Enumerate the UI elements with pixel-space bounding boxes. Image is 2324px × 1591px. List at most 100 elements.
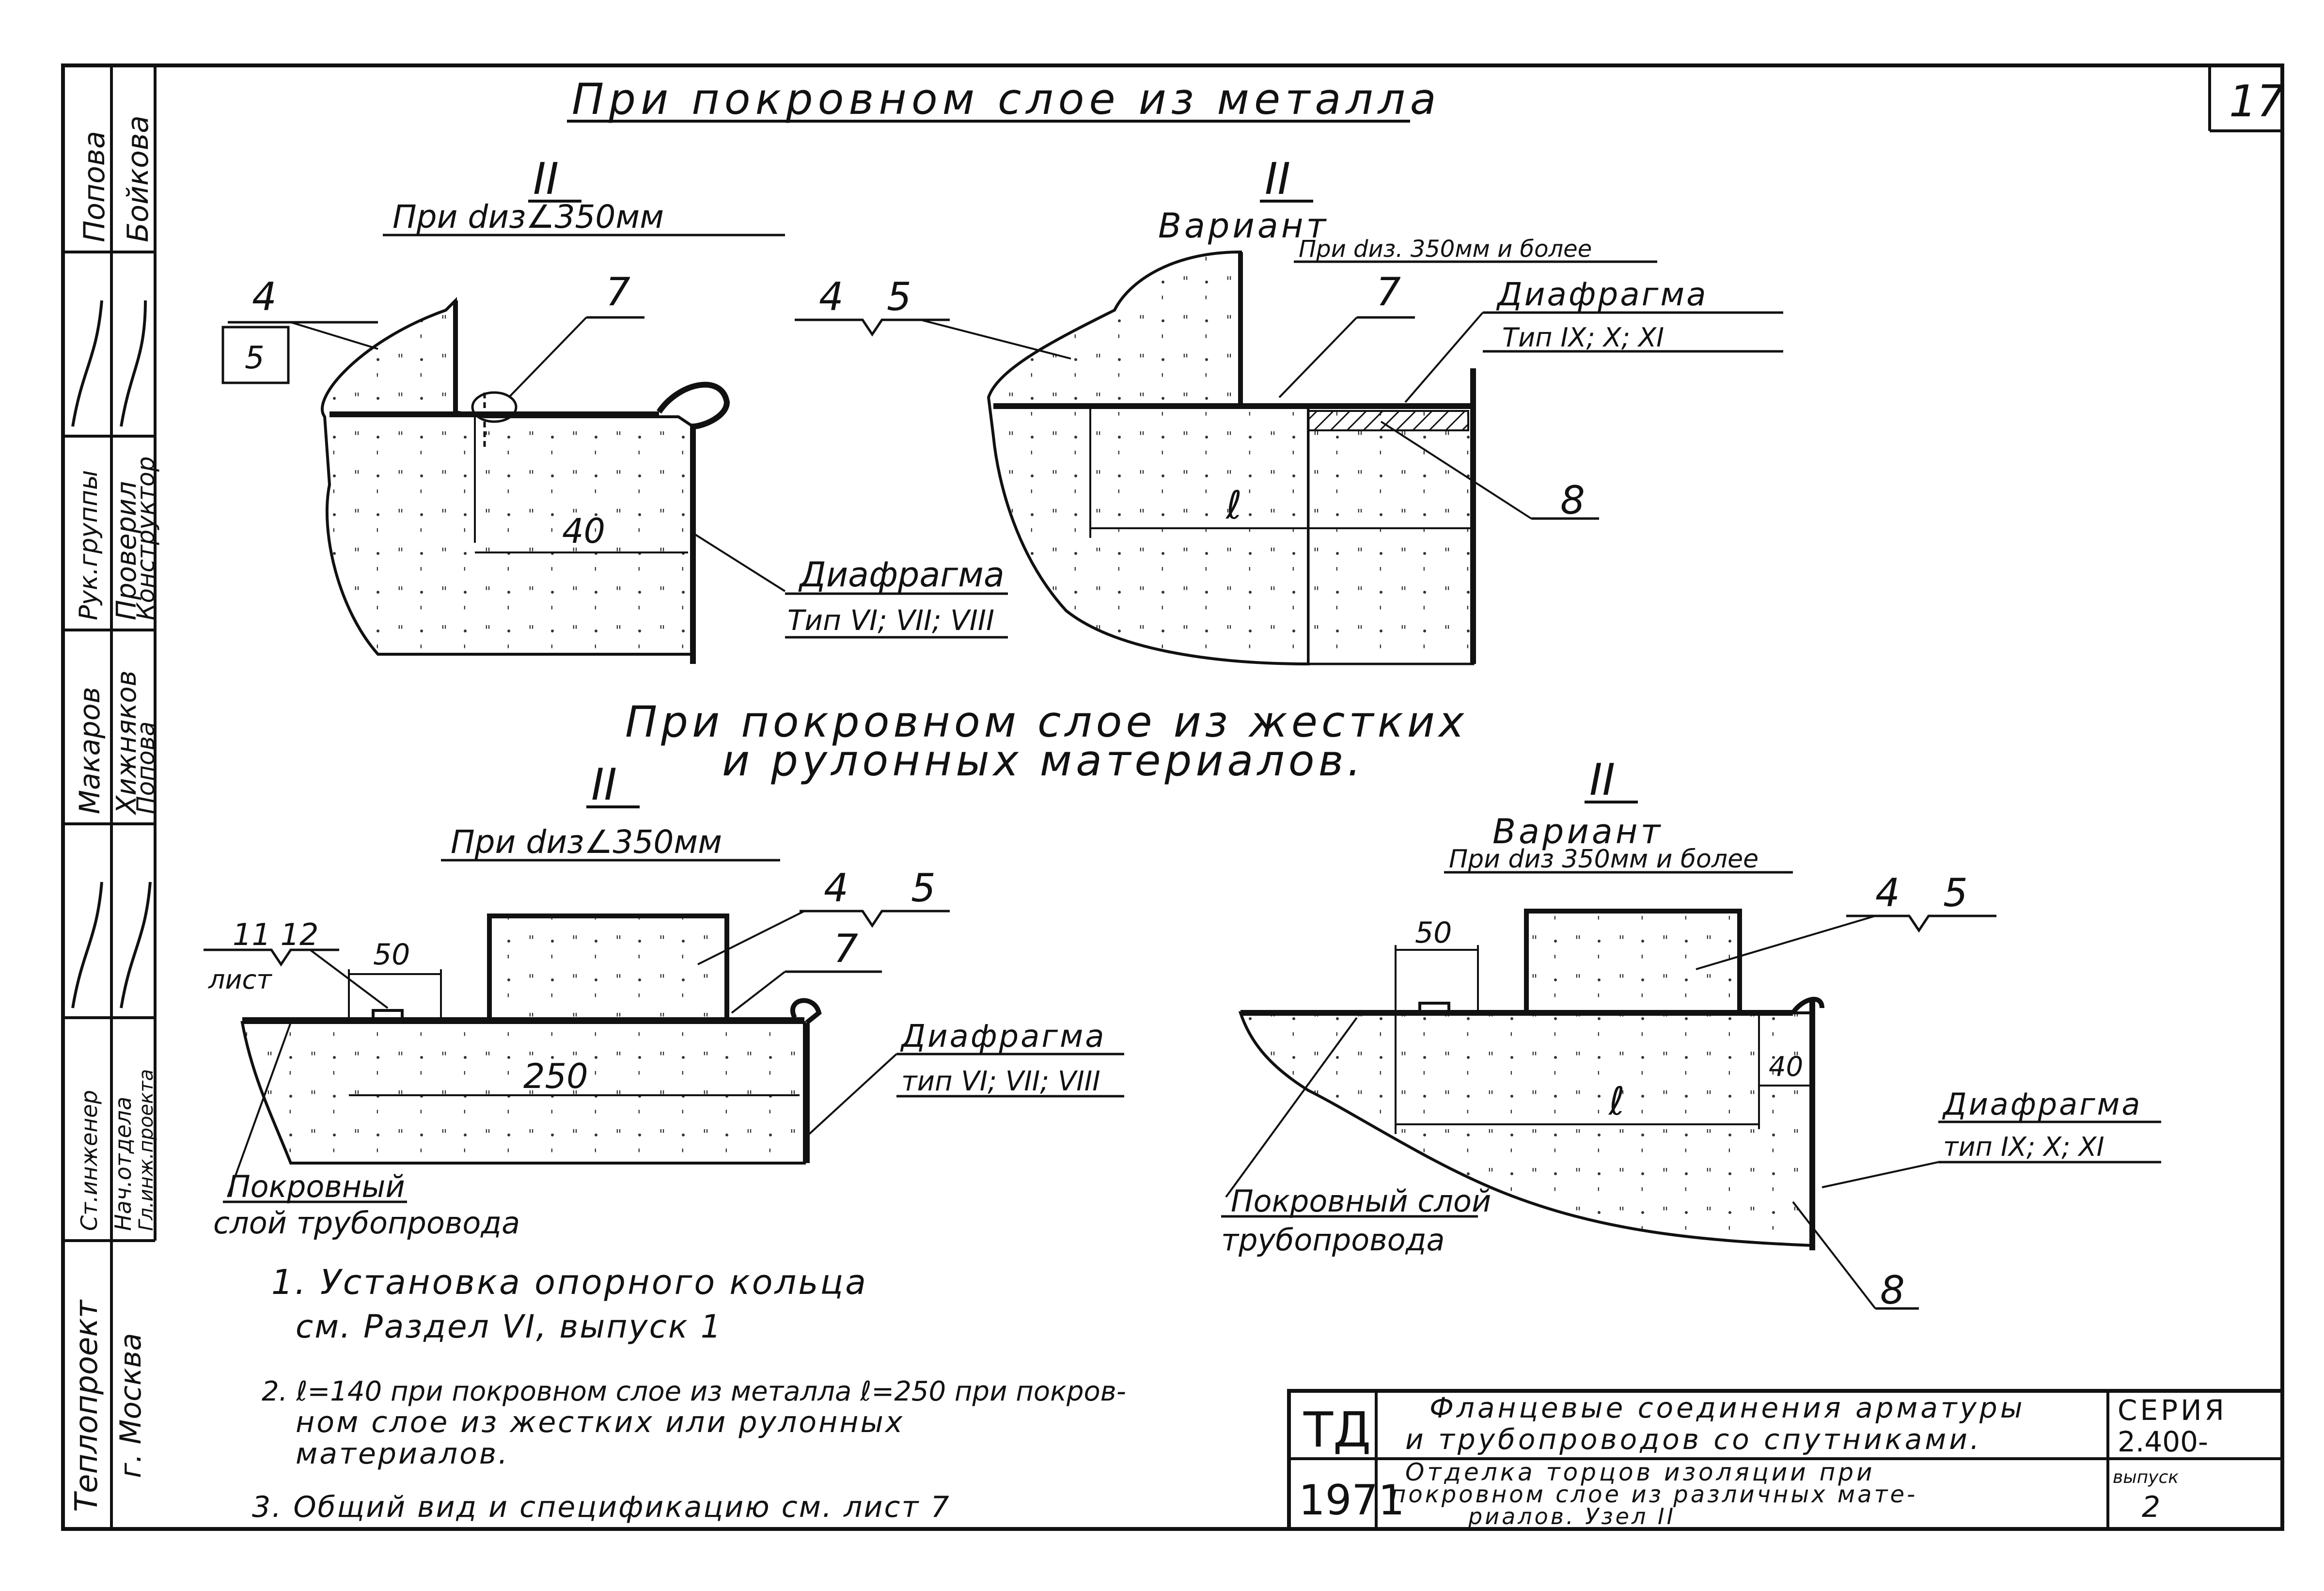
d4-callout-4: 4 xyxy=(1875,870,1900,915)
note-3: 3. Общий вид и спецификацию см. лист 7 xyxy=(252,1490,951,1524)
d2-callout-7: 7 xyxy=(1376,269,1401,315)
title1-line2: и трубопроводов со спутниками. xyxy=(1405,1423,1982,1456)
note-2-line3: материалов. xyxy=(296,1437,509,1471)
heading-rigid-line2: и рулонных материалов. xyxy=(722,736,1365,786)
d2-insulation xyxy=(987,250,1310,666)
issue-value: 2 xyxy=(2142,1490,2160,1524)
d1-callout-4: 4 xyxy=(252,274,277,319)
d4-callout-8: 8 xyxy=(1880,1268,1905,1313)
sidebar-name-popova: Попова xyxy=(78,131,111,242)
d3-subtitle: При dиз∠350мм xyxy=(451,823,722,861)
sidebar-name-makarov: Макаров xyxy=(73,687,106,814)
detail-1: II При dиз∠350мм 40 4 5 7 Диафрагма Тип … xyxy=(221,154,1008,664)
d2-subtitle: При dиз. 350мм и более xyxy=(1299,236,1592,263)
d3-insulation xyxy=(240,1021,806,1165)
sidebar-role-gl-inzh: Гл.инж.проекта xyxy=(135,1069,157,1231)
d2-diaphragm-label: Диафрагма xyxy=(1496,276,1708,313)
d3-roman: II xyxy=(591,759,617,810)
sidebar-org: Теплопроект xyxy=(69,1299,105,1512)
d4-variant: Вариант xyxy=(1492,812,1663,851)
d4-cover-label-1: Покровный слой xyxy=(1231,1183,1491,1219)
d2-variant: Вариант xyxy=(1158,206,1329,246)
d1-diaphragm xyxy=(657,381,730,664)
d2-diaphragm-type: Тип IX; X; XI xyxy=(1502,322,1664,353)
title1-line1: Фланцевые соединения арматуры xyxy=(1429,1391,2026,1424)
d2-callout-4: 4 xyxy=(819,274,844,319)
d1-dim-40: 40 xyxy=(562,511,605,551)
d4-diaphragm-type: тип IX; X; XI xyxy=(1943,1132,2104,1162)
sidebar-name-boykova: Бойкова xyxy=(121,115,155,242)
title-block xyxy=(1287,1389,2284,1531)
heading-rigid-line1: При покровном слое из жестких xyxy=(625,697,1468,747)
d3-callout-11-12: 11 12 xyxy=(233,917,319,952)
detail-3: II При dиз∠350мм 50 250 11 12 лист 4 5 7… xyxy=(204,759,1124,1241)
d1-diaphragm-label: Диафрагма xyxy=(798,555,1005,595)
sidebar-name-khizhnyakov: Хижняков xyxy=(111,670,142,816)
d4-dim-l: ℓ xyxy=(1608,1079,1625,1124)
sheet-number: 17 xyxy=(2229,76,2285,127)
d3-callout-7: 7 xyxy=(833,926,858,971)
series-value: 2.400- xyxy=(2118,1425,2208,1458)
note-2-line2: ном слое из жестких или рулонных xyxy=(296,1405,904,1439)
d2-roman: II xyxy=(1265,154,1290,205)
d4-dim-40: 40 xyxy=(1769,1051,1803,1083)
sidebar-role-konstruktor: Конструктор xyxy=(132,457,160,620)
d1-callout-5: 5 xyxy=(245,340,265,376)
d3-diaphragm-type: тип VI; VII; VIII xyxy=(901,1066,1100,1097)
d1-callout-7: 7 xyxy=(606,269,630,315)
sidebar-role-ruk-gruppy: Рук.группы xyxy=(74,470,103,620)
d1-insulation xyxy=(321,297,694,656)
d2-callout-8: 8 xyxy=(1560,478,1585,523)
title2-line1: Отделка торцов изоляции при xyxy=(1405,1458,1875,1486)
issue-label: выпуск xyxy=(2113,1467,2179,1487)
d1-callout-box xyxy=(221,326,290,384)
signature-mark xyxy=(71,300,147,427)
title2-line2: покровном слое из различных мате- xyxy=(1391,1481,1917,1508)
sidebar-role-st-inzhener: Ст.инженер xyxy=(76,1090,102,1231)
d3-callout-4: 4 xyxy=(824,866,848,911)
d2-callout-5: 5 xyxy=(887,274,911,319)
d4-cover-label-2: трубопровода xyxy=(1221,1222,1445,1258)
heading-metal: При покровном слое из металла xyxy=(572,74,1441,124)
title-td: ТД xyxy=(1303,1402,1371,1458)
d2-insulation-right xyxy=(1307,406,1475,665)
sidebar-role-proveril: Проверил xyxy=(111,481,142,620)
sidebar-city: г. Москва xyxy=(114,1333,148,1478)
d3-cover-label-2: слой трубопровода xyxy=(213,1205,520,1241)
sidebar xyxy=(63,65,157,1529)
sheet-frame xyxy=(61,63,2284,1531)
note-1-line1: 1. Установка опорного кольца xyxy=(271,1262,868,1302)
sidebar-name-popova-2: Попова xyxy=(132,721,160,814)
d3-sheet-lap xyxy=(372,1009,404,1022)
series-label: СЕРИЯ xyxy=(2118,1394,2227,1427)
d2-dim-l: ℓ xyxy=(1225,483,1242,528)
d4-sheet-lap xyxy=(1418,1002,1450,1014)
d4-subtitle: При dиз 350мм и более xyxy=(1449,845,1759,874)
d3-diaphragm-label: Диафрагма xyxy=(900,1019,1106,1055)
d3-callout-5: 5 xyxy=(911,866,936,911)
title2-line3: риалов. Узел II xyxy=(1468,1503,1676,1529)
detail-2: II Вариант При dиз. 350мм и более ℓ 4 5 … xyxy=(795,154,1783,666)
title-year: 1971 xyxy=(1299,1476,1405,1525)
d3-dim-250: 250 xyxy=(523,1056,588,1096)
detail-4: II Вариант При dиз 350мм и более 50 40 ℓ… xyxy=(1221,755,2161,1313)
d4-callout-5: 5 xyxy=(1943,870,1968,915)
d4-roman: II xyxy=(1589,755,1615,805)
note-2-line1: 2. ℓ=140 при покровном слое из металла ℓ… xyxy=(262,1376,1126,1407)
signature-mark-2 xyxy=(71,882,152,1008)
d3-support-block xyxy=(487,914,729,1030)
d1-roman: II xyxy=(533,154,559,205)
d1-rivet xyxy=(471,391,518,423)
d4-support-block xyxy=(1524,909,1742,1020)
d4-insulation xyxy=(1238,1011,1814,1247)
d1-diaphragm-type: Тип VI; VII; VIII xyxy=(787,604,994,637)
d3-cover-label-1: Покровный xyxy=(228,1169,405,1204)
d3-list-label: лист xyxy=(208,964,272,995)
d4-diaphragm-label: Диафрагма xyxy=(1942,1087,2142,1122)
d3-rolled-edge xyxy=(790,998,822,1024)
d3-dim-50: 50 xyxy=(373,938,410,972)
note-1-line2: см. Раздел VI, выпуск 1 xyxy=(296,1308,722,1345)
notes: 1. Установка опорного кольца см. Раздел … xyxy=(252,1262,1126,1524)
d1-subtitle: При dиз∠350мм xyxy=(393,198,664,236)
